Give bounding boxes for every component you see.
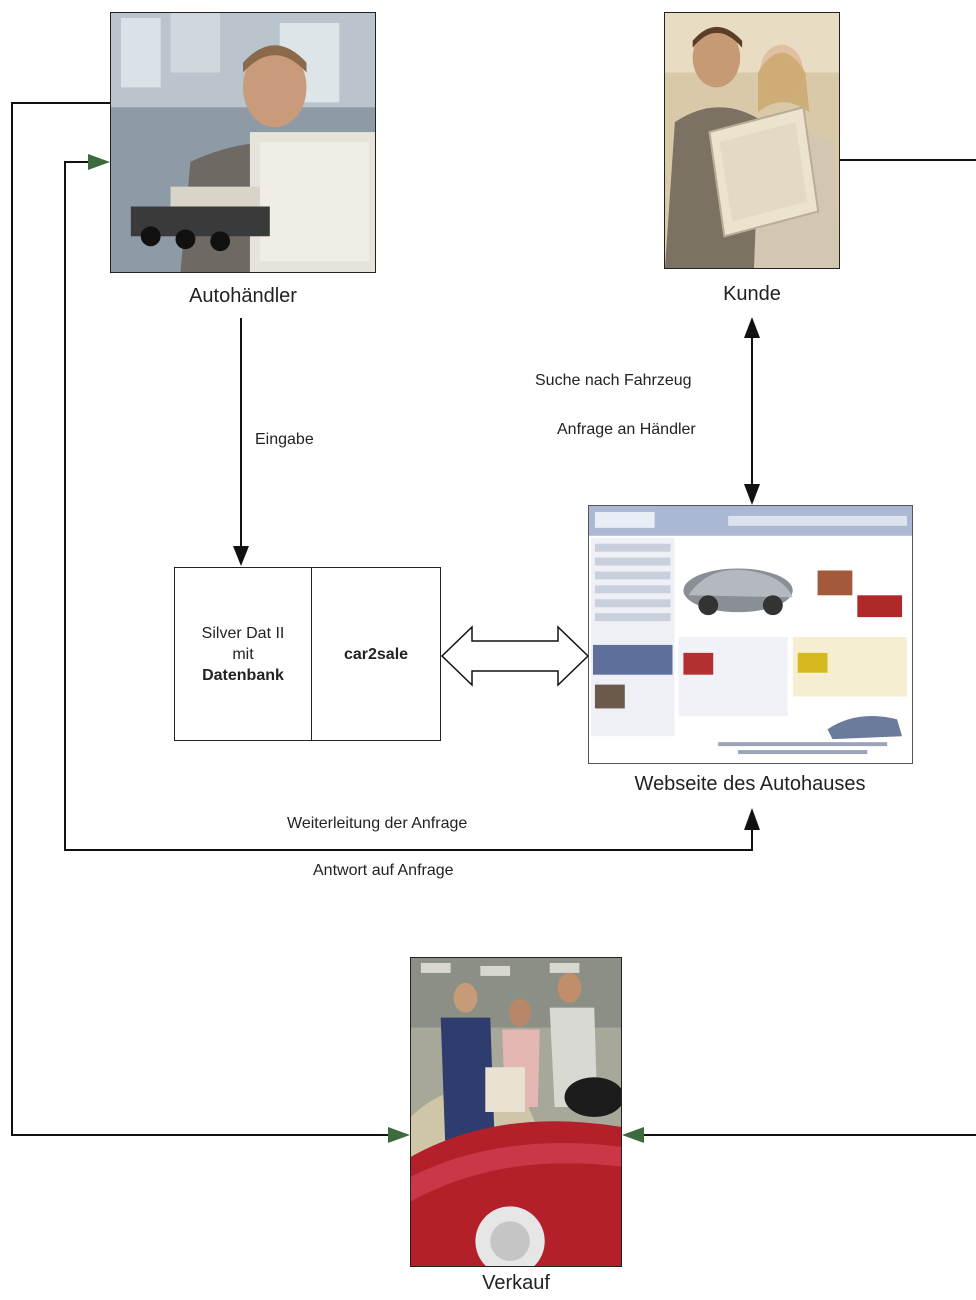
silver-dat-line2: mit [232, 645, 254, 663]
sale-caption: Verkauf [482, 1272, 550, 1294]
silver-dat-cell: Silver Dat II mit Datenbank [175, 568, 312, 740]
system-box: Silver Dat II mit Datenbank car2sale [174, 567, 441, 741]
dealer-to-sale-arrowhead [388, 1127, 410, 1143]
customer-caption: Kunde [723, 283, 781, 305]
forward-inquiry-line [64, 161, 753, 851]
label-forward: Weiterleitung der Anfrage [287, 815, 468, 832]
silver-dat-line1: Silver Dat II [201, 624, 285, 642]
label-inquiry: Anfrage an Händler [557, 421, 696, 438]
customer-photo [664, 12, 840, 269]
label-input: Eingabe [255, 431, 314, 448]
website-caption: Webseite des Autohauses [634, 773, 866, 795]
car2sale-label: car2sale [343, 645, 409, 663]
forward-arrowhead [88, 154, 110, 170]
hollow-double-arrow [440, 625, 590, 687]
website-screenshot [588, 505, 913, 764]
car2sale-cell: car2sale [312, 568, 440, 740]
dealer-photo [110, 12, 376, 273]
search-arrowhead-up [744, 317, 760, 338]
customer-to-sale-arrowhead [622, 1127, 644, 1143]
answer-arrowhead [744, 808, 760, 830]
sale-photo [410, 957, 622, 1267]
dealer-to-sale-line [11, 102, 394, 1136]
search-arrowhead-down [744, 484, 760, 505]
input-arrowhead [233, 546, 249, 566]
dealer-caption: Autohändler [189, 285, 297, 307]
label-answer: Antwort auf Anfrage [313, 862, 454, 879]
silver-dat-line3: Datenbank [202, 666, 284, 684]
label-search: Suche nach Fahrzeug [535, 372, 692, 389]
